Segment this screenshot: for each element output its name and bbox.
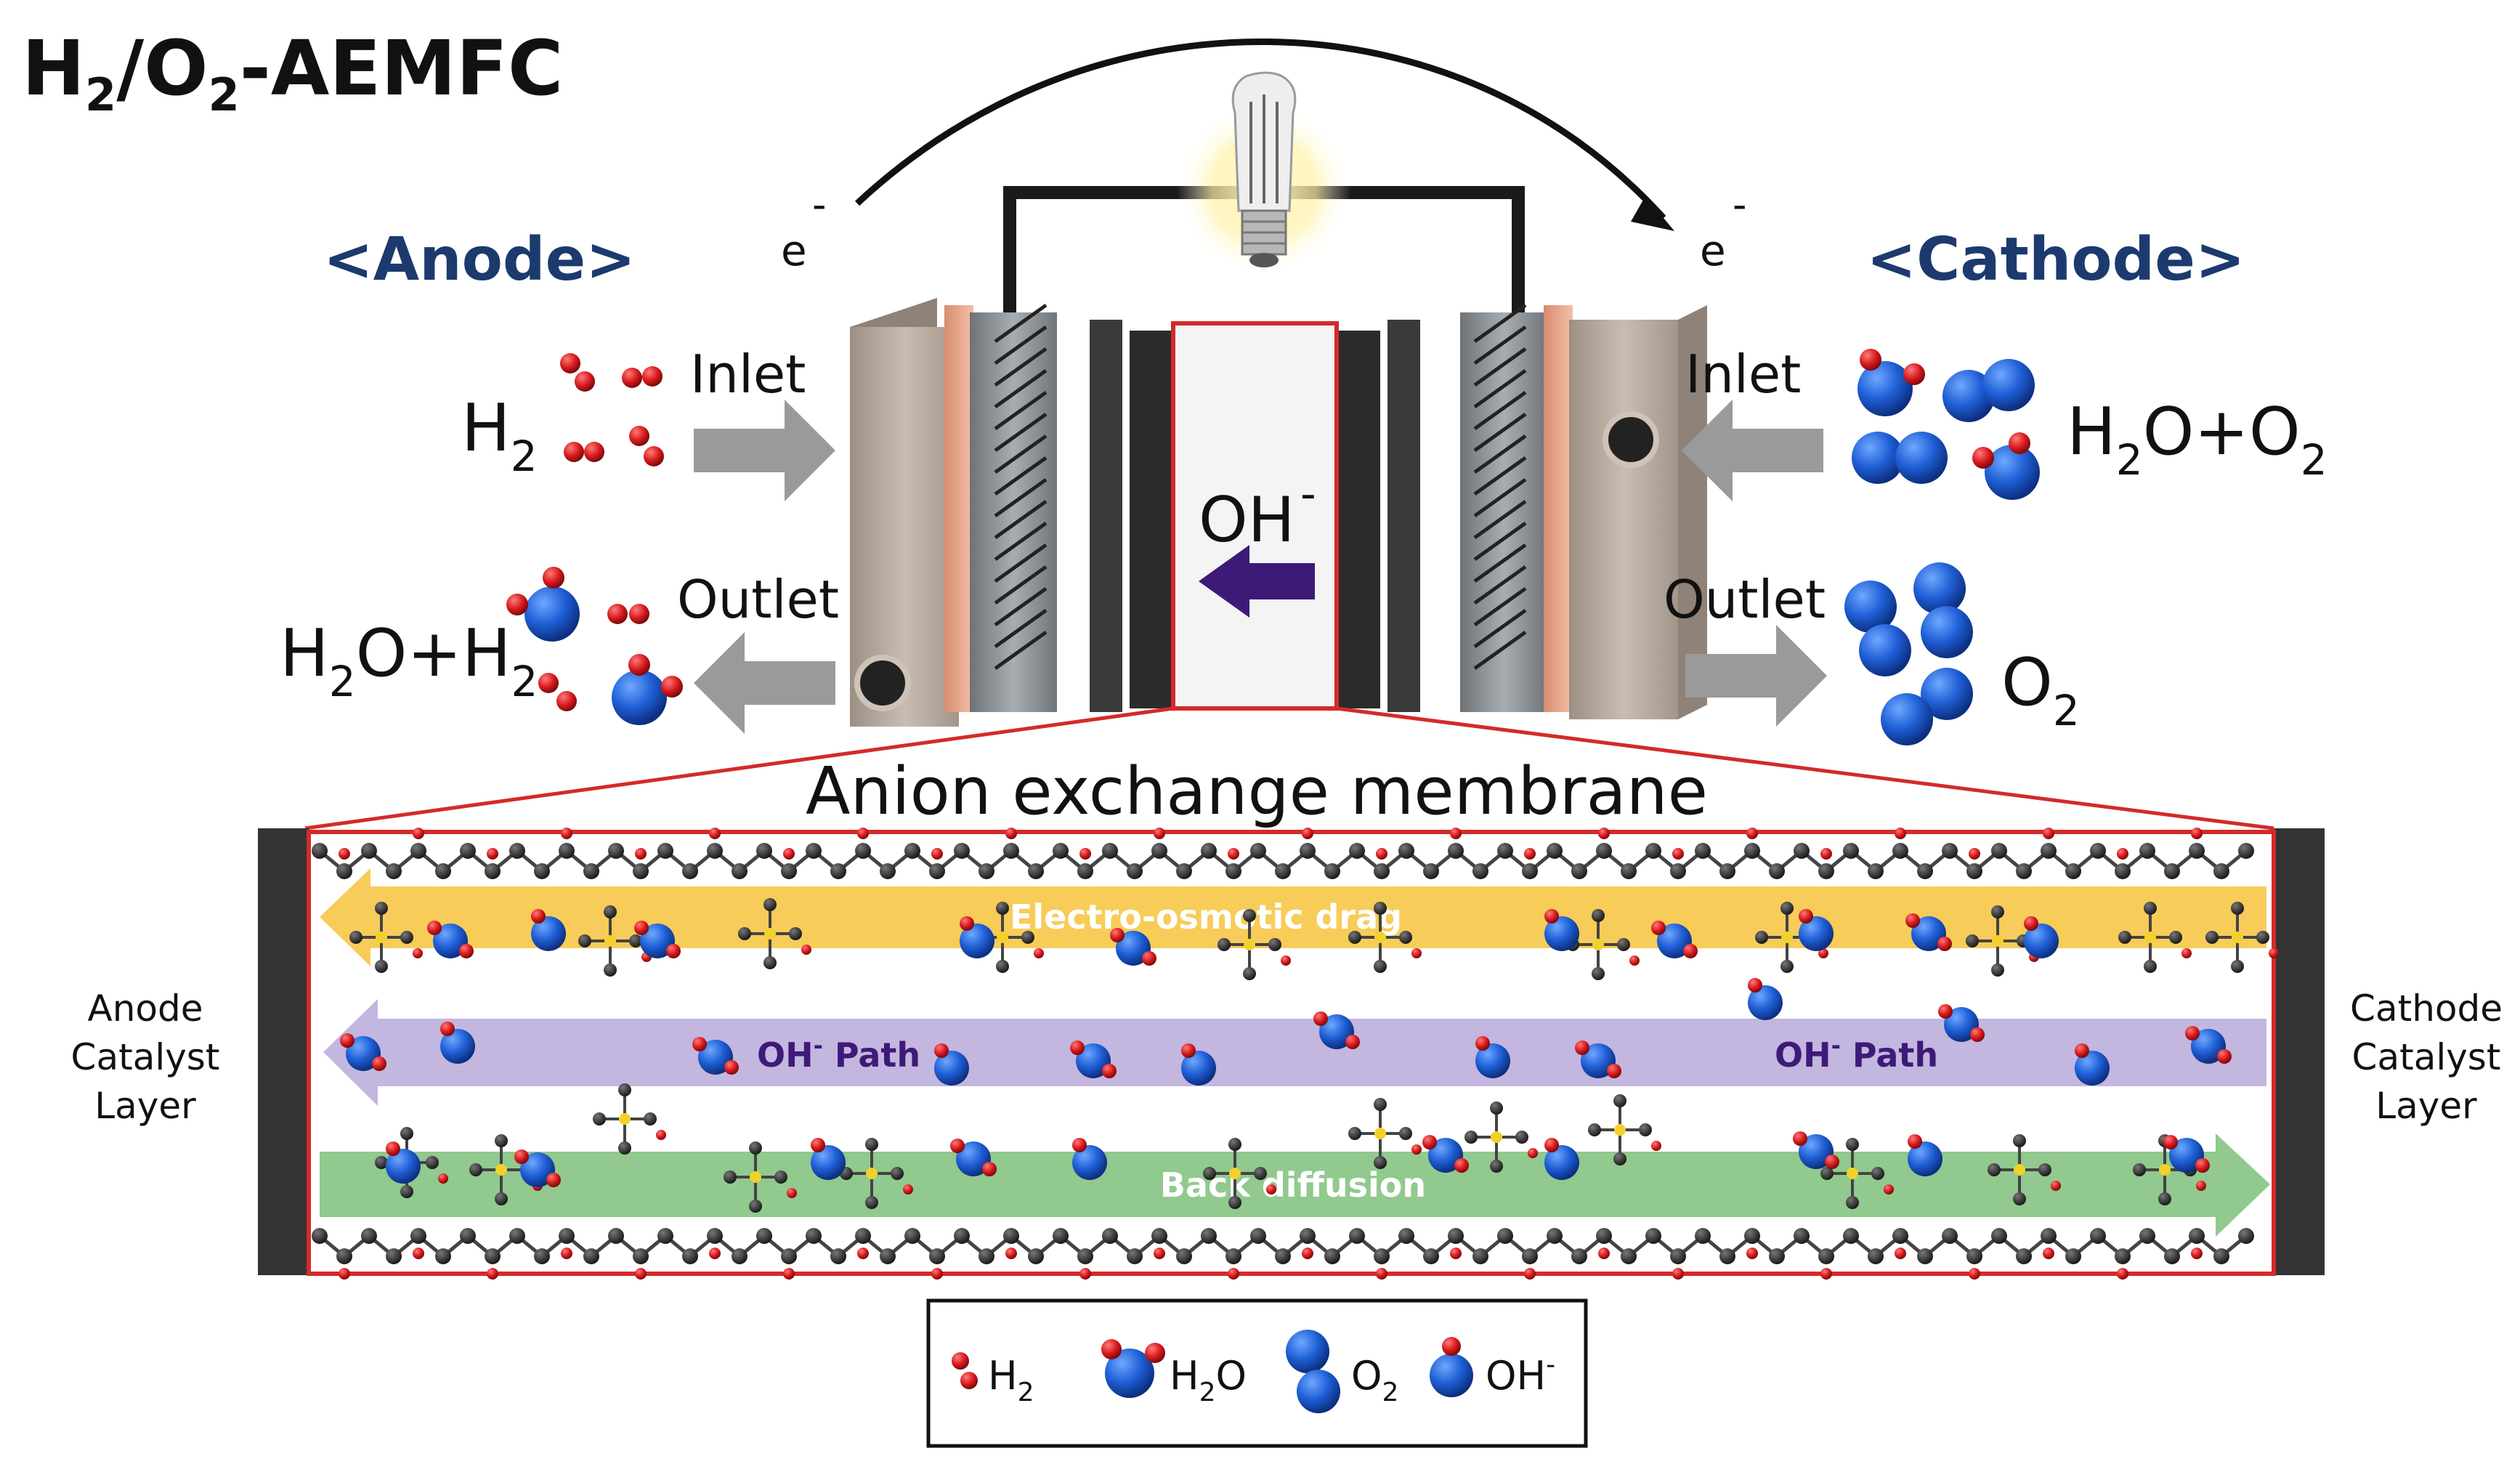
svg-text:-: -: [1300, 469, 1316, 520]
oh-path-band: OH- Path OH- Path: [323, 999, 2266, 1106]
svg-text:OH- Path: OH- Path: [757, 1032, 920, 1075]
electron-flow-arrow-icon: [854, 39, 1666, 221]
anode-outlet-molecules: [506, 567, 683, 725]
fuel-cell-stack: [850, 298, 1707, 727]
electron-arrowhead-icon: [1631, 196, 1674, 231]
svg-text:-: -: [1733, 182, 1747, 227]
anode-outlet-port-icon: [854, 655, 911, 711]
cathode-outlet-gas: O2: [2001, 644, 2080, 735]
cathode-outlet-arrow-icon: [1685, 625, 1827, 727]
svg-text:OH: OH: [1199, 484, 1295, 557]
legend-h2o: H2O: [1101, 1339, 1247, 1407]
membrane-title: Anion exchange membrane: [806, 753, 1708, 830]
cathode-label: <Cathode>: [1866, 225, 2245, 294]
legend-oh: OH-: [1430, 1337, 1555, 1399]
cathode-inlet-label: Inlet: [1685, 344, 1801, 405]
svg-text:O2: O2: [1351, 1353, 1398, 1407]
anode-inlet-h2-molecules: [560, 353, 664, 466]
svg-text:Layer: Layer: [94, 1085, 196, 1127]
legend-h2: H2: [952, 1352, 1034, 1407]
lightbulb-icon: [1177, 71, 1351, 276]
svg-text:Catalyst: Catalyst: [2352, 1036, 2501, 1078]
anode-outlet-gas: H2O+H2: [280, 615, 538, 706]
anode-outlet-label: Outlet: [677, 569, 839, 630]
anode-inlet-arrow-icon: [694, 400, 835, 501]
membrane-water-oh-molecules: [340, 909, 2232, 1187]
polymer-backbone-bottom: [312, 1228, 2254, 1280]
membrane-slice: [1171, 321, 1339, 711]
svg-text:OH-: OH-: [1486, 1350, 1555, 1399]
svg-text:H2/O2-AEMFC: H2/O2-AEMFC: [22, 24, 563, 121]
cathode-catalyst-layer-bar: [2274, 828, 2325, 1275]
anode-catalyst-label: Anode Catalyst Layer: [71, 987, 220, 1127]
membrane-ion-label: OH -: [1199, 469, 1316, 557]
svg-text:Electro-osmotic drag: Electro-osmotic drag: [1010, 897, 1402, 937]
anode-inlet-gas: H2: [461, 390, 538, 481]
cathode-inlet-port-icon: [1603, 411, 1659, 468]
cathode-inlet-arrow-icon: [1682, 400, 1823, 501]
cathode-inlet-gas: H2O+O2: [2067, 394, 2327, 485]
svg-text:Anode: Anode: [88, 987, 203, 1030]
svg-text:Catalyst: Catalyst: [71, 1036, 220, 1078]
cathode-outlet-o2-molecules: [1844, 562, 1973, 745]
svg-text:-: -: [812, 182, 827, 227]
svg-text:H2: H2: [988, 1353, 1034, 1407]
legend-o2: O2: [1286, 1330, 1398, 1413]
cathode-inlet-molecules: [1852, 349, 2040, 500]
svg-text:Back diffusion: Back diffusion: [1160, 1165, 1426, 1205]
anode-catalyst-layer-bar: [258, 828, 309, 1275]
svg-text:Layer: Layer: [2375, 1085, 2477, 1127]
svg-text:OH- Path: OH- Path: [1775, 1032, 1938, 1075]
page-title: H2/O2-AEMFC: [22, 24, 563, 121]
anode-label: <Anode>: [323, 225, 636, 294]
svg-text:Cathode: Cathode: [2350, 987, 2503, 1030]
cathode-catalyst-label: Cathode Catalyst Layer: [2350, 987, 2503, 1127]
electron-label-right: e -: [1700, 182, 1747, 275]
svg-text:e: e: [781, 226, 807, 275]
anode-inlet-label: Inlet: [690, 344, 806, 405]
legend: H2 H2O O2 OH-: [926, 1298, 1588, 1448]
cathode-outlet-label: Outlet: [1664, 569, 1826, 630]
polymer-backbone-top: [312, 828, 2254, 879]
electron-label-left: e -: [781, 182, 827, 275]
drag-band: Electro-osmotic drag: [320, 868, 2266, 966]
oh-direction-arrow-icon: [1199, 545, 1315, 618]
anode-outlet-arrow-icon: [694, 632, 835, 734]
svg-text:H2O: H2O: [1170, 1353, 1247, 1407]
svg-text:e: e: [1700, 226, 1726, 275]
